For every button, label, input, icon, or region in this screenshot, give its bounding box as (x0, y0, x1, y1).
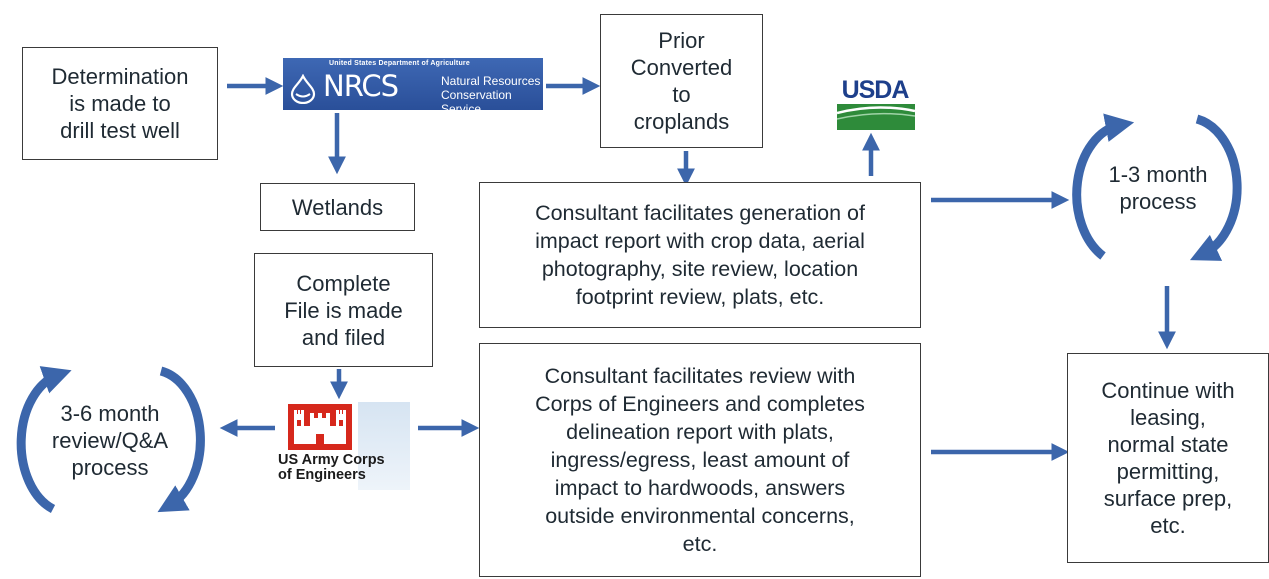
cycle-arc-short-right (1189, 114, 1242, 261)
usda-logo: USDA (834, 76, 916, 132)
nrcs-full-name: Natural Resources Conservation Service (441, 74, 541, 110)
box-impact-report: Consultant facilitates generation of imp… (479, 182, 921, 328)
box-complete-file: Complete File is made and filed (254, 253, 433, 367)
box-continue-leasing: Continue with leasing, normal state perm… (1067, 353, 1269, 563)
cycle-label-short: 1-3 month process (1108, 162, 1208, 214)
castle-icon (288, 404, 352, 450)
cycle-arc-short-left (1072, 113, 1135, 260)
usace-wordmark: US Army Corps of Engineers (278, 452, 385, 483)
nrcs-department-text: United States Department of Agriculture (329, 60, 470, 67)
usace-background-panel (358, 402, 410, 490)
cycle-arc-long-right (157, 366, 205, 513)
usda-field-icon (837, 104, 915, 130)
usace-logo: US Army Corps of Engineers (278, 400, 412, 492)
nrcs-logo: United States Department of Agriculture … (283, 58, 543, 110)
usda-wordmark: USDA (841, 76, 910, 104)
box-corps-review: Consultant facilitates review with Corps… (479, 343, 921, 577)
water-drop-icon (290, 74, 316, 104)
box-prior-converted: Prior Converted to croplands (600, 14, 763, 148)
cycle-arc-long-left (16, 366, 72, 513)
cycle-label-long: 3-6 month review/Q&A process (51, 401, 169, 480)
box-wetlands: Wetlands (260, 183, 415, 231)
box-determination: Determination is made to drill test well (22, 47, 218, 160)
nrcs-abbreviation: NRCS (323, 69, 399, 103)
